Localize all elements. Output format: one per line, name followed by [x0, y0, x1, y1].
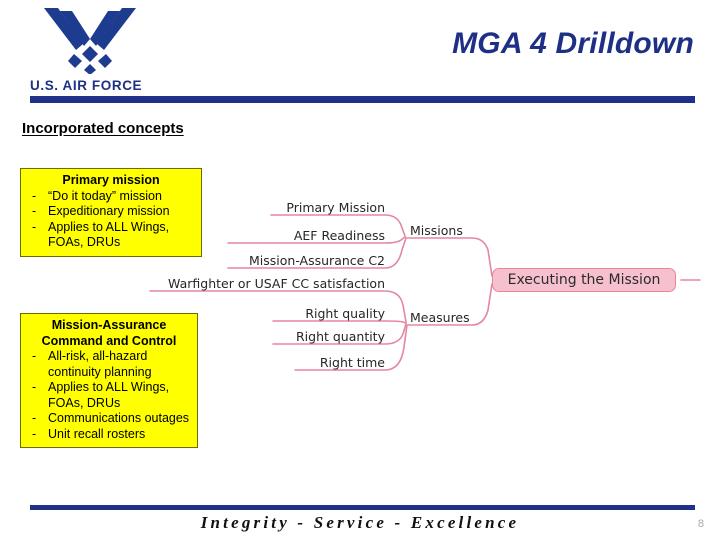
list-item: -Applies to ALL Wings, FOAs, DRUs: [26, 380, 192, 411]
callout-title: Mission-Assurance Command and Control: [41, 318, 177, 348]
mindmap-branch-measures: Measures: [410, 310, 470, 325]
bullet-dash: -: [32, 349, 37, 363]
mindmap-node-warfighter-satisfaction: Warfighter or USAF CC satisfaction: [168, 276, 385, 291]
mindmap-node-aef-readiness: AEF Readiness: [293, 228, 385, 243]
list-item: -Expeditionary mission: [26, 204, 196, 220]
mindmap-node-right-quantity: Right quantity: [295, 329, 385, 344]
callout-mission-assurance-command-and-control: Mission-Assurance Command and Control -A…: [20, 313, 198, 448]
callout-primary-mission: Primary mission -“Do it today” mission -…: [20, 168, 202, 257]
callout-title: Primary mission: [62, 173, 160, 187]
header-divider: [30, 96, 695, 103]
mindmap-node-right-quality: Right quality: [305, 306, 385, 321]
list-item-label: Applies to ALL Wings, FOAs, DRUs: [48, 219, 170, 250]
bullet-dash: -: [32, 188, 37, 203]
callout-bullet-list: -“Do it today” mission -Expeditionary mi…: [26, 189, 196, 251]
usaf-wordmark: U.S. AIR FORCE: [30, 78, 143, 93]
mindmap-central-node: Executing the Mission: [492, 268, 676, 292]
list-item-label: Applies to ALL Wings, FOAs, DRUs: [48, 380, 170, 410]
list-item-label: All-risk, all-hazard continuity planning: [48, 349, 152, 379]
page-title: MGA 4 Drilldown: [452, 27, 694, 60]
list-item-label: Unit recall rosters: [48, 426, 146, 441]
bullet-dash: -: [32, 380, 37, 394]
mindmap-node-mission-assurance-c2: Mission-Assurance C2: [249, 253, 385, 268]
list-item: -Unit recall rosters: [26, 427, 192, 443]
list-item-label: Communications outages: [48, 411, 190, 425]
callout-bullet-list: -All-risk, all-hazard continuity plannin…: [26, 349, 192, 442]
mindmap-branch-missions: Missions: [410, 223, 463, 238]
list-item-label: Expeditionary mission: [48, 204, 170, 218]
mindmap-node-primary-mission: Primary Mission: [286, 200, 385, 215]
section-heading: Incorporated concepts: [22, 120, 184, 137]
bullet-dash: -: [32, 219, 37, 234]
list-item: -Applies to ALL Wings, FOAs, DRUs: [26, 220, 196, 251]
page-number: 8: [697, 518, 704, 530]
list-item: -Communications outages: [26, 411, 192, 427]
bullet-dash: -: [32, 204, 37, 218]
list-item: -“Do it today” mission: [26, 189, 196, 205]
list-item: -All-risk, all-hazard continuity plannin…: [26, 349, 192, 380]
usaf-wings-logo: [38, 6, 142, 75]
mindmap-node-right-time: Right time: [319, 355, 385, 370]
bullet-dash: -: [32, 426, 37, 441]
list-item-label: “Do it today” mission: [48, 188, 162, 203]
footer-divider: [30, 505, 695, 510]
footer-motto: Integrity - Service - Excellence: [200, 513, 520, 532]
bullet-dash: -: [32, 411, 37, 425]
